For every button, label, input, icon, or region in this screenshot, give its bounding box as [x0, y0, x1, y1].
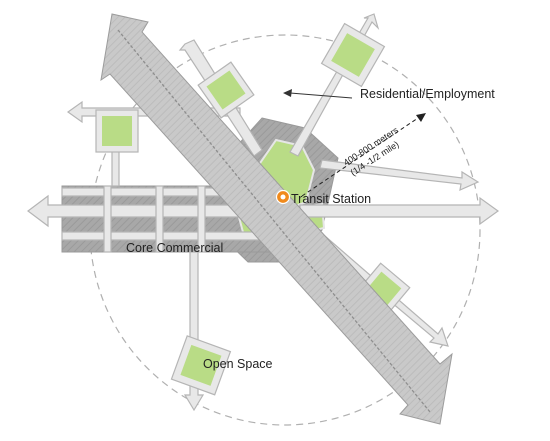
open-space-south [170, 335, 232, 396]
radius-dimension-arrow [301, 113, 426, 197]
transit-station-icon [275, 189, 291, 205]
open-space-north [197, 61, 255, 119]
transit-rail-line [117, 29, 431, 413]
core-commercial-label: Core Commercial [126, 241, 223, 255]
open-space-nw [95, 109, 139, 153]
residential-employment-label: Residential/Employment [360, 87, 495, 101]
transit-corridor [100, 13, 453, 425]
transit-station-label: Transit Station [291, 192, 371, 206]
street-east-upper [319, 159, 480, 192]
open-space-label: Open Space [203, 357, 273, 371]
street-south [183, 251, 205, 412]
street-east-main [299, 196, 500, 226]
open-space-ne [320, 22, 386, 88]
residential-pointer [283, 89, 353, 99]
street-core-v2 [155, 185, 164, 253]
street-core-v3 [197, 185, 206, 253]
street-core-v1 [103, 185, 112, 253]
